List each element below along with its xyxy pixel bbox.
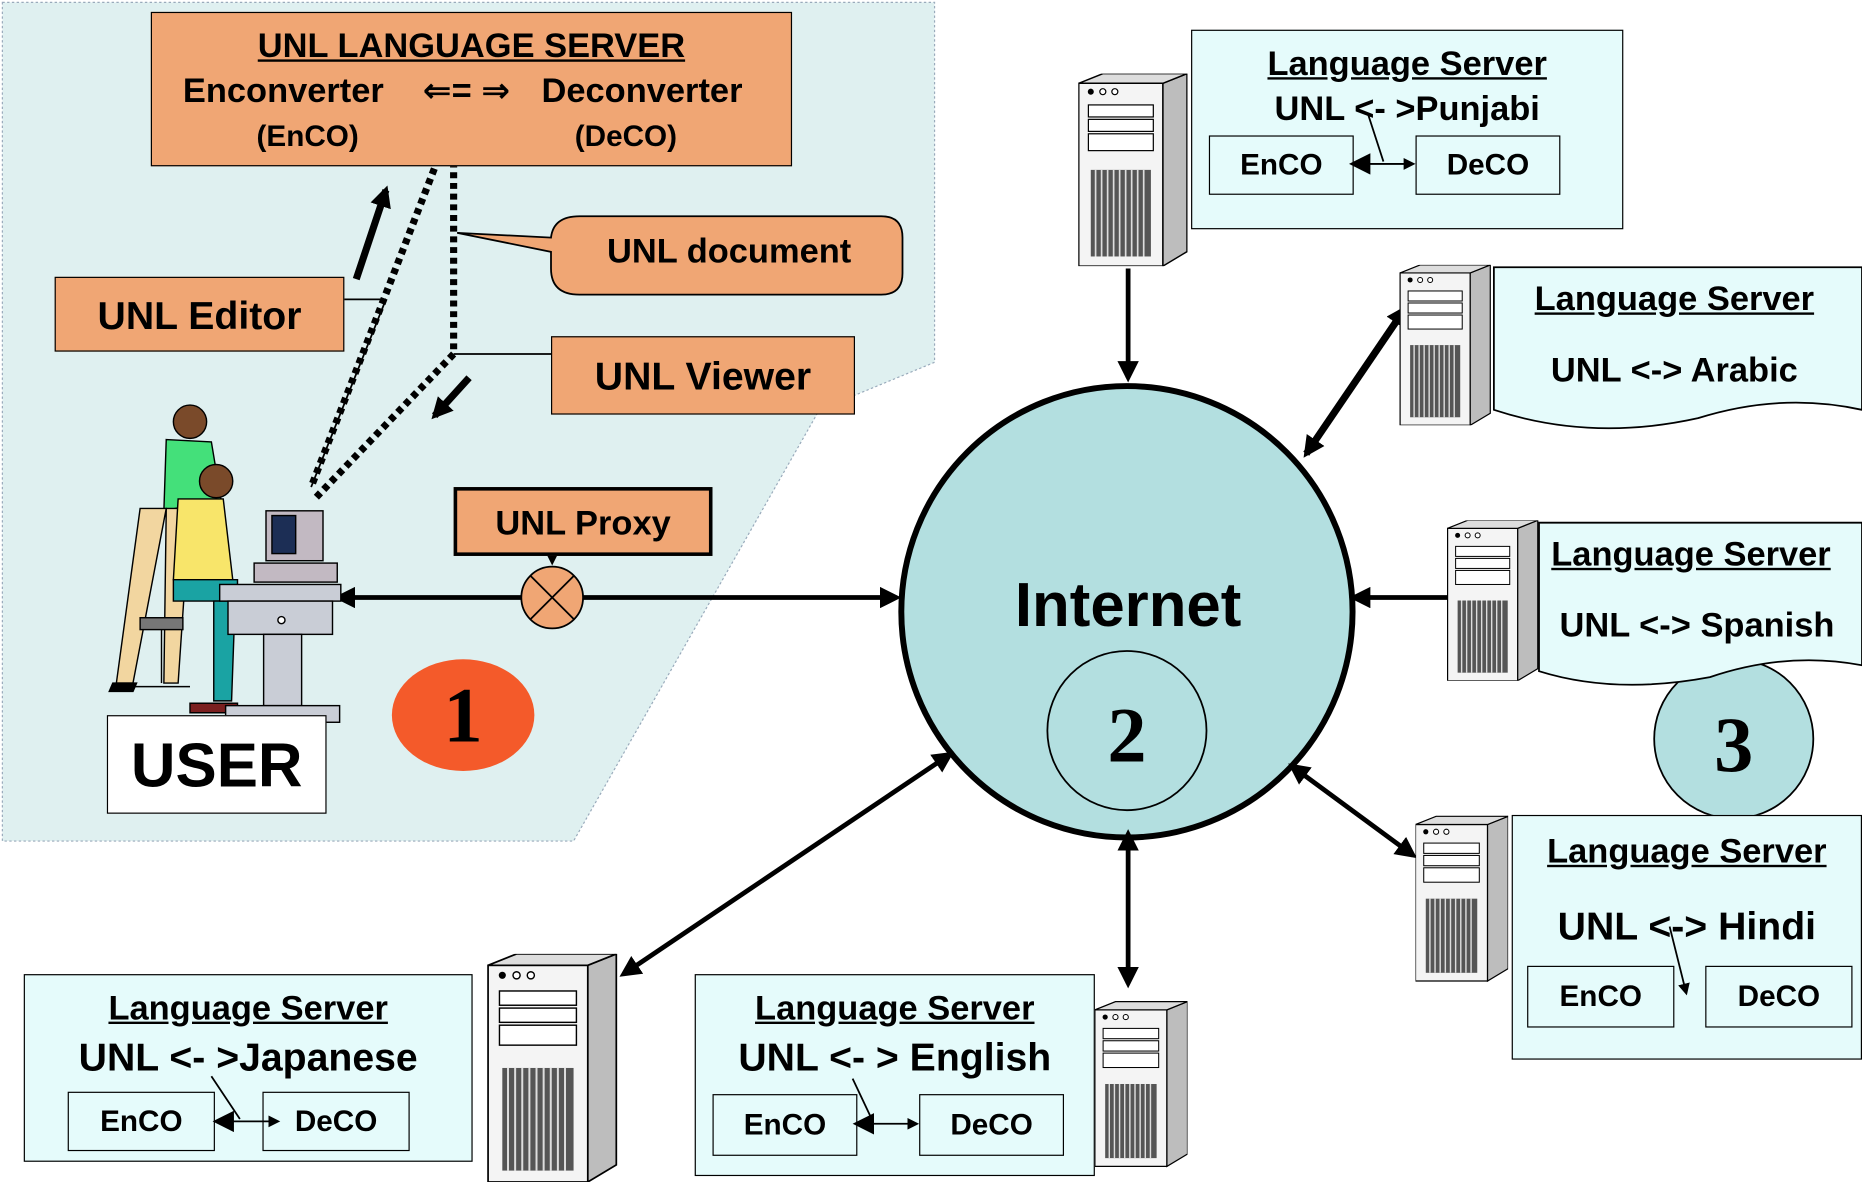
server-box-english[interactable]: Language Server UNL <- > English EnCO De… — [694, 974, 1095, 1177]
badge-1-ellipse — [391, 659, 535, 771]
user-box: USER — [106, 715, 327, 814]
server-tower-japanese — [487, 953, 618, 1182]
enco-box-japanese: EnCO — [67, 1091, 215, 1152]
link-japanese — [619, 751, 954, 977]
server-pair-english: UNL <- > English — [738, 1034, 1052, 1079]
server-box-hindi[interactable]: Language Server UNL <-> Hindi EnCO DeCO — [1511, 814, 1862, 1060]
arrow-up-editor — [352, 185, 391, 281]
server-title-english: Language Server — [755, 989, 1035, 1028]
unl-editor-box[interactable]: UNL Editor — [54, 276, 345, 352]
arrow-down-viewer — [431, 375, 472, 420]
unl-language-server-box: UNL LANGUAGE SERVER Enconverter ⇐= ⇒ Dec… — [150, 11, 793, 167]
internet-label: Internet — [1014, 571, 1242, 641]
deco-box-hindi: DeCO — [1705, 965, 1853, 1028]
user-illustration — [108, 404, 342, 723]
link-arabic — [1303, 304, 1408, 458]
server-pair-japanese: UNL <- >Japanese — [78, 1034, 418, 1079]
server-pair-hindi: UNL <-> Hindi — [1557, 904, 1817, 948]
server-tower-english — [1094, 1000, 1188, 1168]
badge-1: 1 — [443, 672, 483, 760]
unl-viewer-box[interactable]: UNL Viewer — [551, 336, 855, 415]
enco-label: (EnCO) — [256, 119, 359, 154]
converter-arrow: ⇐= ⇒ — [422, 72, 511, 111]
unl-language-server-title: UNL LANGUAGE SERVER — [257, 27, 686, 66]
link-hindi — [1288, 763, 1417, 859]
enco-box-hindi: EnCO — [1527, 965, 1675, 1028]
server-box-punjabi[interactable]: Language Server UNL <- >Punjabi EnCO DeC… — [1191, 29, 1624, 230]
deco-box-japanese: DeCO — [262, 1091, 410, 1152]
user-label: USER — [130, 731, 303, 801]
deco-box-punjabi: DeCO — [1415, 135, 1561, 195]
server-pair-arabic: UNL <-> Arabic — [1550, 351, 1798, 390]
server-tower-hindi — [1415, 815, 1509, 982]
badge-2-circle — [1046, 650, 1208, 812]
server-title-punjabi: Language Server — [1267, 45, 1547, 84]
server-pair-spanish: UNL <-> Spanish — [1559, 607, 1835, 646]
unl-document-label: UNL document — [606, 232, 852, 271]
server-tower-spanish — [1446, 520, 1539, 681]
server-title-arabic: Language Server — [1534, 280, 1815, 319]
badge-3: 3 — [1714, 702, 1754, 789]
server-tower-punjabi — [1078, 73, 1188, 267]
deco-label: (DeCO) — [574, 119, 678, 154]
enconverter-label: Enconverter — [182, 72, 384, 111]
unl-proxy-box[interactable]: UNL Proxy — [453, 487, 713, 556]
server-title-japanese: Language Server — [108, 989, 388, 1028]
server-tower-arabic — [1399, 264, 1491, 426]
badge-2: 2 — [1107, 692, 1147, 780]
server-box-japanese[interactable]: Language Server UNL <- >Japanese EnCO De… — [23, 974, 473, 1162]
unl-proxy-label: UNL Proxy — [495, 504, 671, 543]
enco-box-english: EnCO — [712, 1094, 858, 1156]
unl-editor-label: UNL Editor — [97, 293, 302, 338]
deco-box-english: DeCO — [919, 1094, 1064, 1156]
unl-document-callout — [457, 215, 904, 296]
document-flow-dotted-lines — [307, 117, 458, 502]
server-title-spanish: Language Server — [1551, 535, 1831, 574]
deconverter-label: Deconverter — [541, 72, 743, 111]
server-title-hindi: Language Server — [1547, 832, 1827, 871]
enco-box-punjabi: EnCO — [1208, 135, 1354, 195]
server-pair-punjabi: UNL <- >Punjabi — [1274, 90, 1540, 129]
unl-viewer-label: UNL Viewer — [594, 354, 812, 398]
